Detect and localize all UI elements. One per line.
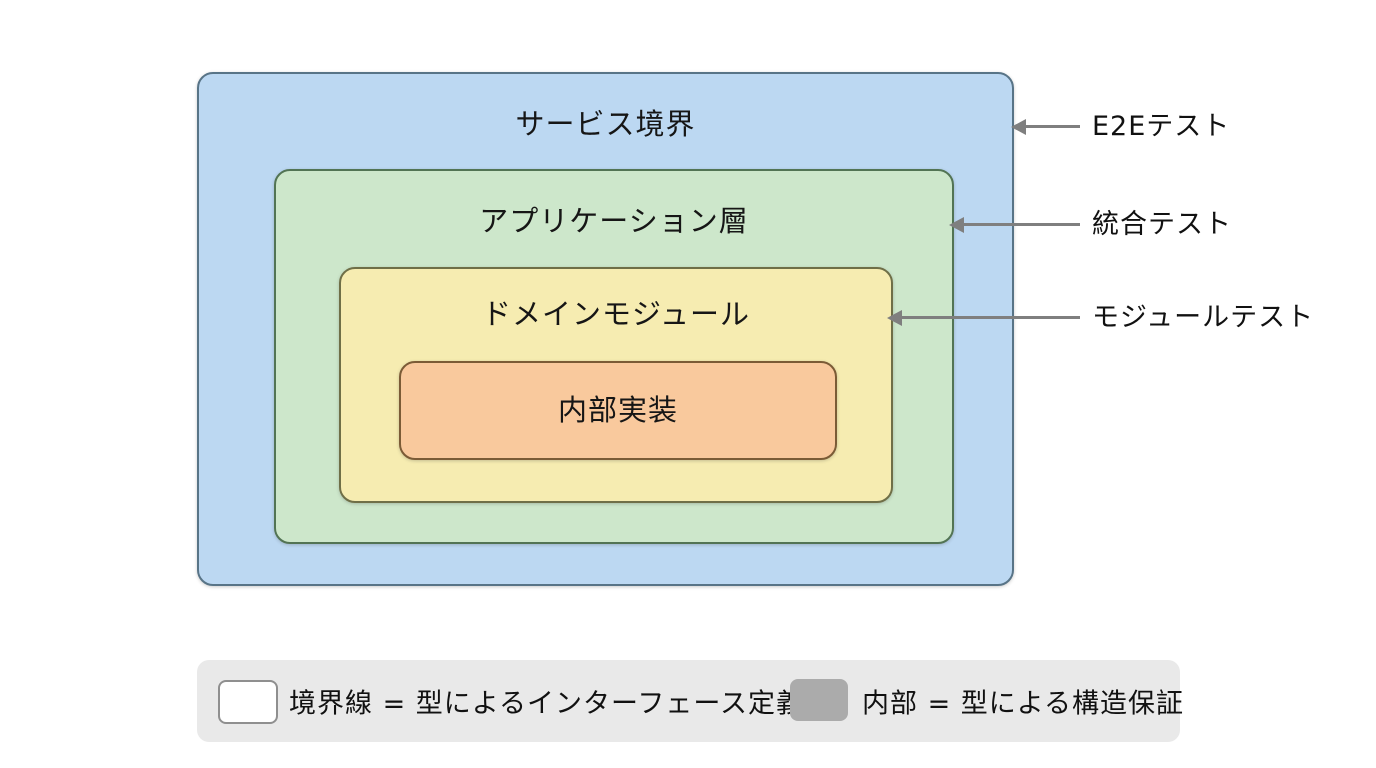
arrow-line-e2e bbox=[1025, 125, 1080, 128]
layer-box-application: アプリケーション層 ドメインモジュール 内部実装 bbox=[274, 169, 954, 544]
arrow-head-icon bbox=[1011, 119, 1026, 135]
layer-title-domain-module: ドメインモジュール bbox=[482, 297, 750, 331]
arrow-head-icon bbox=[949, 217, 964, 233]
legend: 境界線 = 型によるインターフェース定義 内部 = 型による構造保証 bbox=[197, 660, 1183, 742]
layer-box-internal-implementation: 内部実装 bbox=[399, 361, 837, 460]
legend-swatch-internal-filled bbox=[790, 679, 848, 721]
legend-label-internal: 内部 = 型による構造保証 bbox=[862, 688, 1184, 720]
arrow-head-icon bbox=[887, 310, 902, 326]
layer-box-service-boundary: サービス境界 アプリケーション層 ドメインモジュール 内部実装 bbox=[197, 72, 1014, 586]
annotation-label-integration-test: 統合テスト bbox=[1092, 209, 1232, 240]
legend-swatch-boundary-outline bbox=[218, 680, 278, 724]
legend-label-boundary: 境界線 = 型によるインターフェース定義 bbox=[289, 688, 805, 720]
annotation-label-e2e-test: E2Eテスト bbox=[1092, 111, 1231, 142]
layer-title-internal-implementation: 内部実装 bbox=[557, 393, 678, 428]
arrow-line-integration bbox=[963, 223, 1080, 226]
layer-title-application: アプリケーション層 bbox=[479, 204, 749, 238]
arrow-line-module bbox=[901, 316, 1080, 319]
layer-box-domain-module: ドメインモジュール 内部実装 bbox=[339, 267, 893, 503]
annotation-label-module-test: モジュールテスト bbox=[1092, 302, 1315, 333]
layer-title-service-boundary: サービス境界 bbox=[515, 107, 696, 141]
